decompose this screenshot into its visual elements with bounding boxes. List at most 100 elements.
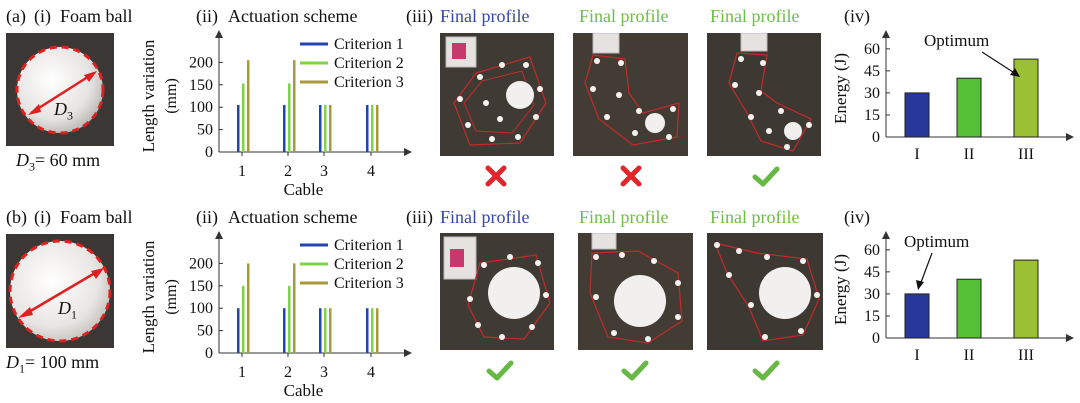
bar [1013, 58, 1039, 138]
y-tick-label: 50 [197, 323, 213, 340]
bar [1013, 259, 1039, 339]
cross-icon [620, 165, 642, 187]
arrowhead-icon [84, 71, 97, 82]
x-tick-label: I [914, 347, 919, 364]
ball-dashed-outline [8, 239, 112, 343]
bar [371, 308, 374, 353]
bar [237, 104, 240, 152]
y-tick-label: 45 [864, 264, 880, 281]
axis-arrow-icon [882, 30, 890, 38]
diameter-arrow [21, 268, 101, 318]
axis-arrow-icon [404, 349, 412, 357]
axis-arrow-icon [215, 231, 223, 239]
x-tick-label: 4 [367, 163, 375, 180]
bar [247, 60, 250, 152]
profile-title-3: Final profile [710, 207, 800, 227]
panel-label-a: (a) [6, 6, 26, 26]
profile-photo-3 [707, 33, 821, 156]
bar [293, 263, 296, 353]
profile-photo-2 [578, 233, 693, 350]
bar [371, 104, 374, 152]
x-tick-label: 1 [238, 163, 246, 180]
ball-dashed-outline [15, 45, 105, 135]
bar [376, 308, 379, 353]
legend-label: Criterion 2 [334, 256, 404, 273]
panel-label-iii: (iii) [406, 6, 433, 26]
bar [242, 285, 245, 353]
y-axis-label: Energy (J) [831, 53, 850, 124]
y-tick-label: 30 [864, 286, 880, 303]
y-tick-label: 50 [197, 122, 213, 139]
bar [329, 104, 332, 152]
optimum-label: Optimum [924, 31, 989, 50]
profile-photo-1 [440, 233, 554, 350]
diameter-label: D1 [58, 298, 77, 322]
y-tick-label: 150 [189, 278, 213, 295]
y-axis-label: Length variation [139, 39, 158, 152]
x-axis-label: Cable [284, 180, 324, 199]
y-tick-label: 15 [864, 107, 880, 124]
optimum-label: Optimum [904, 232, 969, 251]
bar [904, 293, 930, 339]
y-axis-unit: (mm) [163, 279, 180, 315]
profile-photo-1 [440, 33, 554, 156]
profile-title-2: Final profile [579, 207, 669, 227]
profile-title-1: Final profile [440, 207, 530, 227]
x-tick-label: 4 [367, 364, 375, 381]
y-tick-label: 200 [189, 54, 213, 71]
bar [283, 104, 286, 152]
y-tick-label: 60 [864, 41, 880, 58]
bar [366, 308, 369, 353]
y-axis-label: Length variation [139, 240, 158, 353]
x-tick-label: I [914, 146, 919, 163]
y-tick-label: 15 [864, 308, 880, 325]
y-tick-label: 0 [205, 345, 213, 362]
profile-title-2: Final profile [579, 6, 669, 26]
optimum-arrow [981, 51, 1017, 75]
y-tick-label: 100 [189, 300, 213, 317]
legend-label: Criterion 2 [334, 55, 404, 72]
bar [329, 308, 332, 353]
axis-arrow-icon [1066, 133, 1074, 141]
actuation-title: Actuation scheme [228, 207, 358, 227]
y-tick-label: 45 [864, 63, 880, 80]
robot-profile-graphic [714, 242, 820, 342]
panel-label-i: (i) [34, 207, 51, 227]
panel-label-b: (b) [6, 207, 27, 227]
check-icon [752, 166, 780, 187]
x-tick-label: 2 [284, 364, 292, 381]
bar [237, 308, 240, 353]
profile-photo-2 [573, 33, 688, 156]
foam-ball-graphic [15, 45, 105, 135]
axis-arrow-icon [882, 231, 890, 239]
axis-arrow-icon [1066, 334, 1074, 342]
legend-label: Criterion 3 [334, 275, 404, 292]
optimum-arrow [919, 252, 933, 286]
axis-arrow-icon [215, 30, 223, 38]
x-tick-label: 2 [284, 163, 292, 180]
robot-profile-graphic [443, 236, 551, 340]
x-tick-label: 3 [320, 364, 328, 381]
actuation-title: Actuation scheme [228, 6, 358, 26]
bar [319, 104, 322, 152]
robot-profile-graphic [584, 33, 680, 146]
check-icon [752, 360, 780, 381]
bar [376, 104, 379, 152]
legend-label: Criterion 1 [334, 36, 404, 53]
legend-label: Criterion 1 [334, 237, 404, 254]
y-tick-label: 0 [872, 330, 880, 347]
diameter-caption: D1= 100 mm [6, 352, 100, 376]
y-axis-unit: (mm) [163, 78, 180, 114]
bar [247, 263, 250, 353]
robot-profile-graphic [728, 33, 812, 152]
y-tick-label: 60 [864, 242, 880, 259]
bar [242, 83, 245, 152]
bar [283, 308, 286, 353]
robot-profile-graphic [445, 36, 547, 146]
x-tick-label: 1 [238, 364, 246, 381]
bar [366, 104, 369, 152]
foam-ball-photo: D1 [6, 234, 114, 348]
legend-label: Criterion 3 [334, 74, 404, 91]
